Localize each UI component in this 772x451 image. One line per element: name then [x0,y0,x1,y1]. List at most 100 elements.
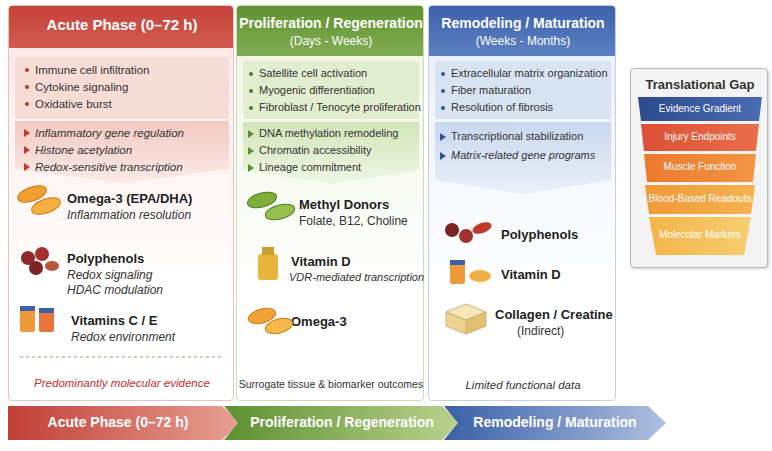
nutrient-text: Collagen / Creatine [495,307,613,323]
bullet-text: Matrix-related gene programs [451,149,595,163]
panel-subheading: (Weeks - Months) [429,34,617,49]
bullet-triangle [24,146,30,154]
jar-lid [20,306,35,311]
bullet-triangle [440,133,446,141]
bullet-triangle [248,147,254,155]
bullet-text: Extracellular matrix organization [451,67,608,81]
bullet-text: Satellite cell activation [259,67,367,81]
arrow-label: Remodeling / Maturation [460,414,650,432]
phase-arrow-fill [224,406,460,440]
funnel-band-fill [638,97,762,121]
nut-icon [45,261,59,271]
bullet-text: Redox-sensitive transcription [35,160,183,174]
bullet-text: Chromatin accessibility [259,144,371,158]
berry-icon [21,251,35,265]
block-side [446,312,466,334]
mechanism-band: Inflammatory gene regulationHistone acet… [15,121,229,183]
funnel-band: Injury Endpoints [641,124,759,151]
band-label: Evidence Gradient [638,103,762,116]
band-label: Molecular Markers [649,229,751,242]
bullet-dot [249,106,253,110]
nutrient-text: Inflammation resolution [67,208,191,223]
phase-arrow-fill [8,406,240,440]
nutrient-text: Polyphenols [67,251,144,267]
mechanism-band-fill [435,122,611,194]
panel-subheading: (Days - Weeks) [237,34,425,49]
bullet-text: Inflammatory gene regulation [35,126,184,140]
nutrient-text: Methyl Donors [299,197,389,213]
capsule-icon [471,220,493,236]
bullet-text: Transcriptional stabilization [451,130,583,144]
jar-lid [450,260,465,265]
nutrient-text: VDR-mediated transcription [289,271,424,285]
bullet-triangle [24,129,30,137]
bullet-text: Fiber maturation [451,84,531,98]
nutrient-text: Omega-3 [291,314,347,330]
funnel-band: Muscle Function [644,154,756,182]
capsule-icon [469,270,491,282]
gap-box: Translational GapEvidence GradientInjury… [630,68,768,268]
jar-icon [450,264,465,284]
mechanism-band: Transcriptional stabilizationMatrix-rela… [435,122,611,194]
bullet-triangle [248,130,254,138]
bullet-text: Myogenic differentiation [259,84,375,98]
funnel-band: Evidence Gradient [638,97,762,121]
funnel-band-fill [641,124,759,151]
capsule-icon [16,182,49,205]
jar-icon [39,312,54,332]
bullet-dot [25,85,29,89]
band-label: Muscle Function [644,161,756,174]
dashed-divider [20,357,222,358]
bullet-text: Histone acetylation [35,143,132,157]
bottle-icon [258,254,278,280]
block-side [466,312,486,334]
nutrient-text: Vitamins C / E [71,313,157,329]
evidence-note: Surrogate tissue & biomarker outcomes [237,378,425,391]
bullet-text: Fibroblast / Tenocyte proliferation [259,101,421,115]
phase-panel: Remodeling / Maturation(Weeks - Months) P… [428,5,616,401]
bullet-text: Immune cell infiltration [35,63,149,77]
bullet-text: Lineage commitment [259,161,361,175]
funnel-band: Blood-Based Readouts [645,185,755,214]
arrow-label: Proliferation / Regeneration [240,414,444,432]
phase-arrow-fill [444,406,666,440]
bullet-triangle [440,152,446,160]
phase-panel: Acute Phase (0–72 h)Omega-3 (EPA/DHA)Inf… [8,5,234,401]
nutrient-text: Folate, B12, Choline [299,214,408,229]
panel-heading: Remodeling / Maturation [429,15,617,33]
berry-icon [445,223,459,237]
bottle-cap [262,247,274,255]
band-label: Injury Endpoints [641,131,759,144]
process-box: Satellite cell activationMyogenic differ… [243,61,419,119]
nutrient-text: Polyphenols [501,227,578,243]
funnel-band: Molecular Markers [649,217,751,255]
block-top [446,304,486,320]
bullet-text: DNA methylation remodeling [259,127,398,141]
mechanism-band: DNA methylation remodelingChromatin acce… [243,122,419,184]
nutrient-text: Redox signaling HDAC modulation [67,268,175,298]
band-label: Blood-Based Readouts [645,193,755,206]
bullet-dot [25,68,29,72]
bullet-triangle [248,164,254,172]
bullet-text: Resolution of fibrosis [451,101,553,115]
phase-arrow: Acute Phase (0–72 h) [8,406,240,440]
phase-arrow: Proliferation / Regeneration [224,406,460,440]
bullet-text: Cytokine signaling [35,80,128,94]
phase-panel: Proliferation / Regeneration(Days - Week… [236,5,424,401]
berry-icon [459,229,473,243]
bullet-dot [441,106,445,110]
arrow-label: Acute Phase (0–72 h) [14,414,222,432]
bullet-dot [441,89,445,93]
bullet-dot [25,102,29,106]
bullet-triangle [24,163,30,171]
mechanism-band-fill [15,121,229,183]
mechanism-band-fill [243,122,419,184]
jar-lid [39,308,54,313]
nutrient-text: Omega-3 (EPA/DHA) [67,191,192,207]
capsule-icon [246,189,279,210]
panel-heading: Proliferation / Regeneration [237,15,425,33]
nutrient-text: (Indirect) [517,324,564,339]
funnel-band-fill [645,185,755,214]
berry-icon [35,247,49,261]
